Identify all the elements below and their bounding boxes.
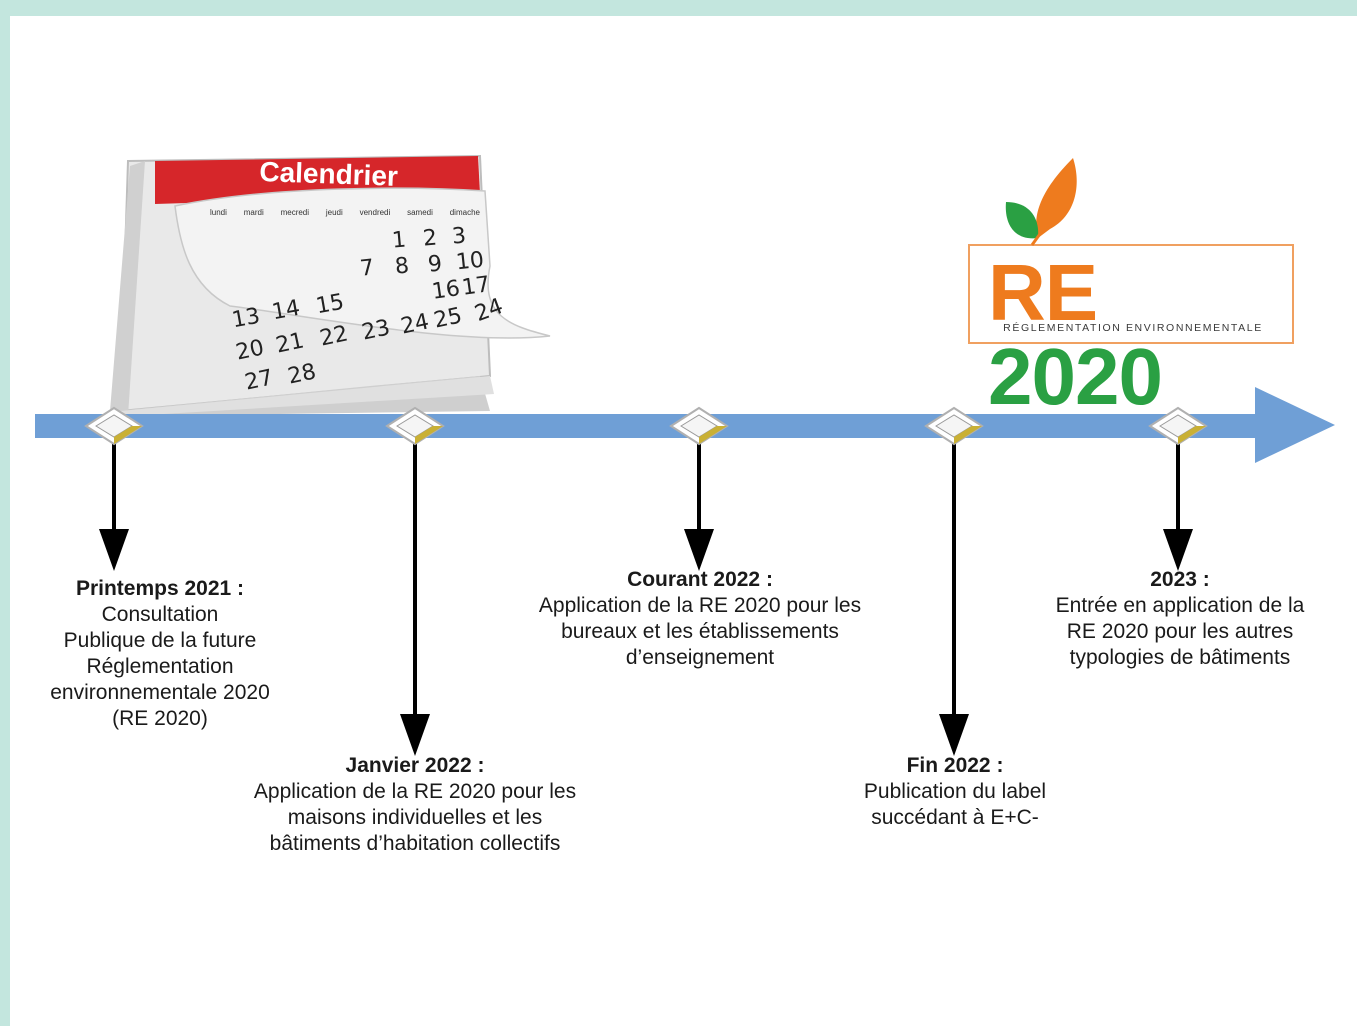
logo-subtitle: RÉGLEMENTATION ENVIRONNEMENTALE <box>1003 322 1263 334</box>
milestone-description: Entrée en application de la RE 2020 pour… <box>1055 594 1305 669</box>
milestone-marker-shade <box>1178 426 1206 444</box>
calendar-weekdays: lundi mardi mecredi jeudi vendredi samedi dima… <box>210 208 480 217</box>
calendar-weekday: jeudi <box>325 208 343 217</box>
calendar-day-number: 9 <box>426 251 444 278</box>
milestone-marker-shade <box>415 426 443 444</box>
green-leaf-icon <box>1005 202 1039 239</box>
calendar-weekday: lundi <box>210 208 227 217</box>
calendar-day-number: 8 <box>393 253 411 280</box>
milestone-arrowhead <box>400 714 430 756</box>
calendar-day-number: 1 <box>390 227 408 254</box>
re2020-logo <box>968 158 1294 344</box>
timeline-arrow <box>35 387 1335 463</box>
milestone-arrowhead <box>1163 529 1193 571</box>
milestone-marker-shade <box>699 426 727 444</box>
calendar-weekday: mardi <box>243 208 264 217</box>
logo-wordmark: RE 2020 <box>988 251 1278 419</box>
calendar-icon <box>110 154 551 416</box>
logo-re: RE <box>988 248 1098 337</box>
calendar-day-number: 10 <box>454 247 486 276</box>
milestone-description: Application de la RE 2020 pour les burea… <box>538 594 862 669</box>
calendar-day-number: 15 <box>314 289 346 320</box>
milestone-heading: Printemps 2021 : <box>75 577 245 600</box>
milestone-description: Publication du label succédant à E+C- <box>863 780 1047 829</box>
logo-year: 2020 <box>988 332 1163 421</box>
milestone-description: Application de la RE 2020 pour les maiso… <box>253 780 577 855</box>
calendar-day-number: 2 <box>421 225 439 252</box>
milestone-description: Consultation Publique de la future Régle… <box>50 603 270 730</box>
milestone-label: Fin 2022 : Publication du label succédant… <box>790 753 1120 831</box>
milestone-label: Printemps 2021 : Consultation Publique de… <box>25 576 295 732</box>
milestone-label: 2023 : Entrée en application de la RE 202… <box>1020 567 1340 671</box>
timeline-graphic <box>35 154 1335 756</box>
milestone-heading: Courant 2022 : <box>627 568 773 591</box>
calendar-title: Calendrier <box>258 156 399 192</box>
calendar-weekday: mecredi <box>280 208 310 217</box>
calendar-day-number: 7 <box>358 255 376 282</box>
milestone-label: Janvier 2022 : Application de la RE 2020 … <box>225 753 605 857</box>
calendar-weekday: dimache <box>449 208 480 217</box>
milestone-heading: 2023 : <box>1150 568 1210 591</box>
milestone-arrowhead <box>939 714 969 756</box>
milestone-arrowhead <box>684 529 714 571</box>
milestone-heading: Janvier 2022 : <box>345 754 485 777</box>
calendar-day-number: 17 <box>460 272 492 301</box>
calendar-day-number: 13 <box>230 303 262 334</box>
calendar-weekday: vendredi <box>359 208 391 217</box>
calendar-day-number: 3 <box>450 223 468 250</box>
milestone-arrowhead <box>99 529 129 571</box>
calendar-weekday: samedi <box>407 208 433 217</box>
milestone-marker-shade <box>954 426 982 444</box>
calendar-day-number: 14 <box>270 295 302 326</box>
calendar-day-number: 16 <box>430 276 462 305</box>
milestone-label: Courant 2022 : Application de la RE 2020 … <box>500 567 900 671</box>
orange-leaf-icon <box>1036 158 1077 238</box>
milestone-heading: Fin 2022 : <box>906 754 1004 777</box>
timeline-canvas: Calendrier lundi mardi mecredi jeudi vendred… <box>10 16 1357 1026</box>
milestone-marker-shade <box>114 426 142 444</box>
